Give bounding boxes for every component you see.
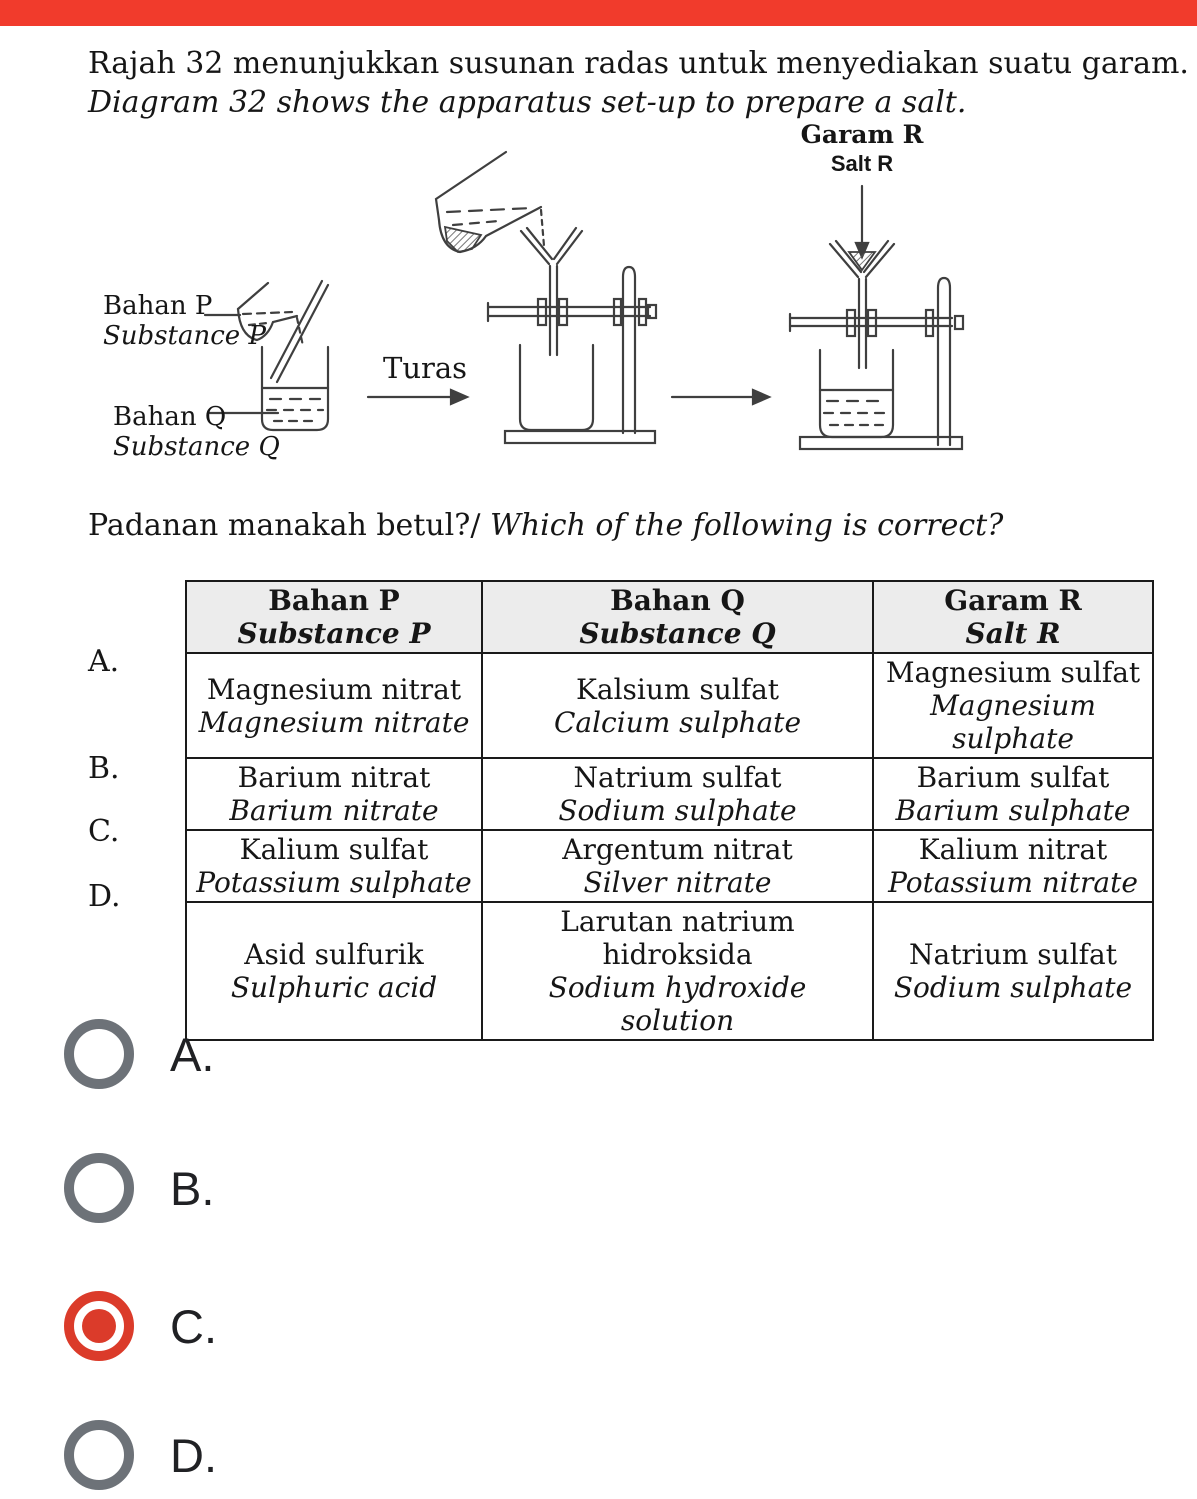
- substance-q-label: Bahan Q Substance Q: [113, 402, 280, 462]
- salt-r-label: Garam R Salt R: [781, 120, 943, 178]
- top-accent-bar: [0, 0, 1197, 26]
- question-prompt-malay: Padanan manakah betul?/: [88, 508, 481, 543]
- question-prompt: Padanan manakah betul?/ Which of the fol…: [88, 508, 1003, 543]
- substance-p-label: Bahan P Substance P: [103, 291, 266, 351]
- row-letter-d: D.: [88, 879, 121, 914]
- salt-r-stage: [788, 184, 965, 451]
- row-letter-a: A.: [88, 644, 120, 679]
- option-a[interactable]: A.: [64, 1019, 214, 1089]
- row-letter-b: B.: [88, 751, 120, 786]
- substance-q-label-english: Substance Q: [113, 432, 280, 462]
- row-letter-c: C.: [88, 814, 120, 849]
- radio-button-d[interactable]: [64, 1420, 134, 1490]
- radio-dot-c: [82, 1309, 116, 1343]
- salt-r-label-malay: Garam R: [800, 120, 924, 149]
- option-b[interactable]: B.: [64, 1153, 214, 1223]
- option-d-label: D.: [170, 1428, 217, 1482]
- option-b-label: B.: [170, 1161, 215, 1215]
- option-d[interactable]: D.: [64, 1420, 217, 1490]
- substance-p-label-english: Substance P: [103, 321, 266, 351]
- stage-arrow: [670, 388, 772, 406]
- filtration-stage: [434, 150, 658, 445]
- option-a-label: A.: [170, 1027, 215, 1081]
- salt-r-label-english: Salt R: [830, 151, 894, 176]
- option-c-label: C.: [170, 1299, 217, 1353]
- question-title-malay: Rajah 32 menunjukkan susunan radas untuk…: [88, 46, 1189, 81]
- substance-p-label-malay: Bahan P: [103, 291, 213, 321]
- radio-button-b[interactable]: [64, 1153, 134, 1223]
- filter-arrow: [366, 388, 470, 406]
- radio-button-c[interactable]: [64, 1291, 134, 1361]
- question-title-english: Diagram 32 shows the apparatus set-up to…: [88, 85, 967, 120]
- filter-label: Turas: [383, 351, 468, 385]
- radio-button-a[interactable]: [64, 1019, 134, 1089]
- question-prompt-english: Which of the following is correct?: [490, 508, 1004, 543]
- option-c[interactable]: C.: [64, 1291, 217, 1361]
- substance-q-label-malay: Bahan Q: [113, 402, 227, 432]
